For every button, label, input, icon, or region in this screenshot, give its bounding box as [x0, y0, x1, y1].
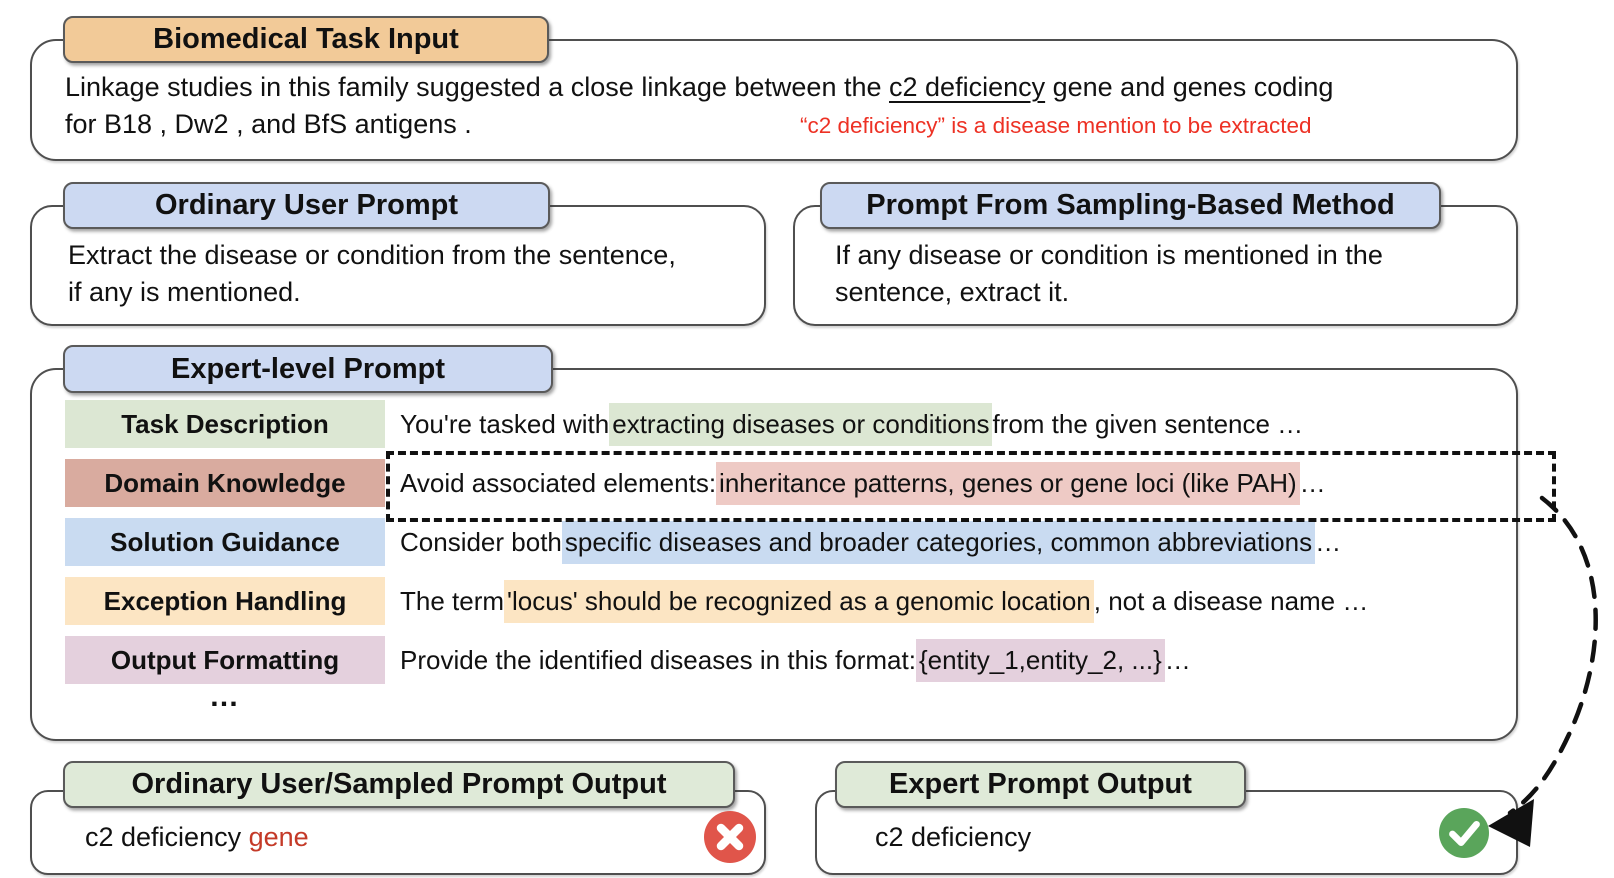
row-label-text: Solution Guidance — [110, 526, 340, 557]
row-highlight-text: {entity_1,entity_2, ...} — [915, 638, 1165, 682]
row-post-text: … — [1315, 526, 1342, 557]
row-label-text: Output Formatting — [110, 644, 340, 675]
ordinary-output-header: Ordinary User/Sampled Prompt Output — [63, 761, 735, 808]
ordinary-prompt-line2: if any is mentioned. — [68, 277, 301, 307]
row-label-exception-handling: Exception Handling — [65, 577, 385, 625]
row-highlight-text: inheritance patterns, genes or gene loci… — [716, 461, 1300, 505]
cross-icon — [704, 811, 756, 863]
row-label-solution-guidance: Solution Guidance — [65, 518, 385, 566]
ordinary-prompt-text: Extract the disease or condition from th… — [68, 237, 676, 311]
expert-prompt-title: Expert-level Prompt — [171, 352, 445, 385]
expert-output-title: Expert Prompt Output — [889, 768, 1192, 800]
sampling-prompt-line1: If any disease or condition is mentioned… — [835, 240, 1383, 270]
expert-output-header: Expert Prompt Output — [835, 761, 1246, 808]
row-content-domain-knowledge: Avoid associated elements: inheritance p… — [400, 459, 1510, 507]
row-pre-text: You're tasked with — [400, 408, 610, 439]
task-input-header: Biomedical Task Input — [63, 16, 549, 63]
row-post-text: , not a disease name … — [1093, 585, 1369, 616]
row-content-solution-guidance: Consider both specific diseases and broa… — [400, 518, 1510, 566]
row-post-text: … — [1164, 644, 1191, 675]
row-content-task-description: You're tasked with extracting diseases o… — [400, 400, 1510, 448]
ordinary-prompt-title: Ordinary User Prompt — [155, 189, 458, 221]
row-content-exception-handling: The term 'locus' should be recognized as… — [400, 577, 1510, 625]
row-highlight-text: specific diseases and broader categories… — [561, 520, 1316, 564]
row-label-text: Task Description — [121, 408, 329, 439]
expert-prompt-header: Expert-level Prompt — [63, 345, 553, 393]
sampling-prompt-line2: sentence, extract it. — [835, 277, 1070, 307]
row-pre-text: Avoid associated elements: — [400, 467, 717, 498]
row-label-text: Domain Knowledge — [104, 467, 346, 498]
row-label-domain-knowledge: Domain Knowledge — [65, 459, 385, 507]
row-label-output-formatting: Output Formatting — [65, 636, 385, 684]
row-highlight-text: extracting diseases or conditions — [609, 402, 993, 446]
row-pre-text: Consider both — [400, 526, 562, 557]
row-pre-text: Provide the identified diseases in this … — [400, 644, 916, 675]
row-pre-text: The term — [400, 585, 505, 616]
sentence-post: gene and genes coding — [1045, 72, 1334, 102]
domain-knowledge-dashed-frame — [386, 451, 1556, 522]
ordinary-prompt-header: Ordinary User Prompt — [63, 182, 550, 229]
row-label-text: Exception Handling — [103, 585, 347, 616]
task-sentence-line1: Linkage studies in this family suggested… — [65, 69, 1333, 106]
row-label-task-description: Task Description — [65, 400, 385, 448]
ordinary-output-result: c2 deficiency gene — [85, 822, 309, 853]
sentence-pre: Linkage studies in this family suggested… — [65, 72, 890, 102]
sampling-prompt-title: Prompt From Sampling-Based Method — [866, 189, 1395, 221]
row-post-text: from the given sentence … — [992, 408, 1304, 439]
check-icon — [1439, 808, 1489, 858]
task-input-title: Biomedical Task Input — [153, 23, 459, 55]
result-wrong-part: gene — [248, 822, 309, 852]
row-highlight-text: 'locus' should be recognized as a genomi… — [504, 579, 1094, 623]
disease-entity-underlined: c2 deficiency — [889, 72, 1046, 102]
result-correct-part: c2 deficiency — [85, 822, 249, 852]
sampling-prompt-header: Prompt From Sampling-Based Method — [820, 182, 1441, 229]
task-sentence-line2: for B18 , Dw2 , and BfS antigens . — [65, 109, 472, 139]
row-post-text: … — [1299, 467, 1326, 498]
sampling-prompt-text: If any disease or condition is mentioned… — [835, 237, 1383, 311]
task-input-sentence: Linkage studies in this family suggested… — [65, 69, 1333, 143]
ordinary-prompt-line1: Extract the disease or condition from th… — [68, 240, 676, 270]
disease-mention-annotation: “c2 deficiency” is a disease mention to … — [800, 113, 1312, 138]
ordinary-output-title: Ordinary User/Sampled Prompt Output — [131, 768, 667, 800]
expert-output-result: c2 deficiency — [875, 822, 1032, 852]
row-content-output-formatting: Provide the identified diseases in this … — [400, 636, 1510, 684]
more-rows-ellipsis: … — [209, 680, 241, 713]
